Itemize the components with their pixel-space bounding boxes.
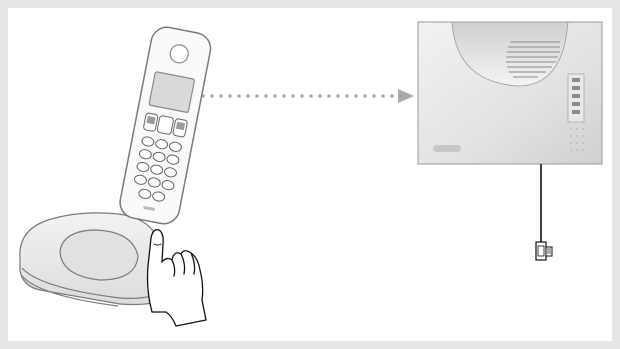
charging-cradle-icon <box>20 213 160 306</box>
rj11-plug-icon <box>536 242 552 260</box>
indicator-buttons <box>568 74 584 122</box>
signal-arrow <box>203 89 414 103</box>
brand-badge <box>433 145 461 152</box>
handset-screen <box>149 72 195 113</box>
arrowhead-icon <box>398 89 414 103</box>
hand-pointing-icon <box>148 230 207 326</box>
cordless-phone-handset-icon <box>117 25 213 227</box>
base-station <box>418 22 602 164</box>
